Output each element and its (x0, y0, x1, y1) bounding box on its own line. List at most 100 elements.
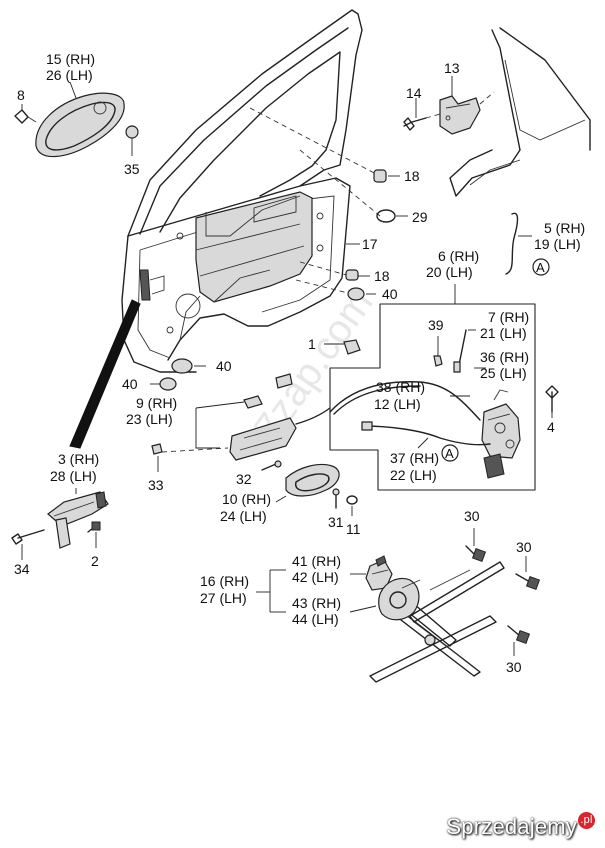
leader-dash-upper (249, 107, 381, 177)
label-27: 27 (LH) (200, 590, 247, 606)
label-a-2: A (445, 446, 454, 461)
regulator-gear-43-44 (378, 577, 421, 621)
label-24: 24 (LH) (220, 508, 267, 524)
label-33: 33 (148, 477, 164, 493)
label-1: 1 (308, 336, 316, 352)
label-40-c: 40 (122, 376, 138, 392)
bolt-2 (87, 521, 101, 548)
rod-5-19 (505, 212, 532, 275)
label-28: 28 (LH) (50, 468, 97, 484)
label-41: 41 (RH) (292, 553, 341, 569)
label-25: 25 (LH) (480, 365, 527, 381)
clip-33 (151, 443, 229, 472)
bolt-30-mid (515, 556, 541, 591)
label-42: 42 (LH) (292, 569, 339, 585)
label-a-1: A (536, 260, 545, 275)
rod-7-21 (453, 329, 476, 373)
label-30-top: 30 (464, 508, 480, 524)
cap-11 (346, 495, 358, 516)
label-35: 35 (124, 161, 140, 177)
label-29: 29 (412, 209, 428, 225)
screw-31 (332, 488, 340, 509)
plug-29 (376, 209, 408, 223)
clip-18-lower (345, 269, 370, 281)
label-11: 11 (346, 521, 361, 537)
label-18-lower: 18 (374, 268, 390, 284)
label-9: 9 (RH) (136, 395, 177, 411)
window-regulator (369, 561, 505, 683)
bracket-16-27 (256, 569, 377, 613)
label-39: 39 (428, 317, 444, 333)
clip-18-upper (373, 169, 400, 183)
leader-dash-40a (295, 279, 353, 295)
label-21: 21 (LH) (480, 325, 527, 341)
check-link-bar (69, 299, 141, 449)
label-14: 14 (406, 85, 422, 101)
rod-9-23 (195, 373, 293, 449)
clip-39 (433, 336, 443, 367)
outside-handle (35, 81, 125, 158)
bolt-30-bot (507, 625, 531, 656)
label-34: 34 (14, 561, 30, 577)
label-40-a: 40 (382, 286, 398, 302)
brand-name: Sprzedajemy (446, 814, 577, 839)
inside-handle (275, 463, 340, 503)
cable-37-22 (361, 421, 491, 449)
label-26: 26 (LH) (46, 67, 93, 83)
label-30-bot: 30 (506, 659, 522, 675)
label-8: 8 (17, 87, 25, 103)
label-12: 12 (LH) (374, 396, 421, 412)
callout-labels: 15 (RH) 26 (LH) 8 35 13 14 18 29 17 5 (R… (14, 51, 585, 675)
brand-badge: .pl (578, 812, 595, 829)
label-3: 3 (RH) (58, 451, 99, 467)
label-40-b: 40 (216, 358, 232, 374)
label-18-upper: 18 (404, 168, 420, 184)
door-check (47, 488, 109, 549)
label-23: 23 (LH) (126, 411, 173, 427)
ref-a-circle-2 (441, 444, 459, 462)
label-20: 20 (LH) (426, 264, 473, 280)
label-37: 37 (RH) (390, 450, 439, 466)
label-44: 44 (LH) (292, 611, 339, 627)
regulator-motor-41-42 (365, 555, 393, 591)
lock-assembly-box (329, 303, 536, 491)
label-22: 22 (LH) (390, 467, 437, 483)
grommet-40c (150, 377, 177, 391)
label-31: 31 (328, 514, 344, 530)
label-30-mid: 30 (516, 539, 532, 555)
inside-handle-bracket (229, 407, 331, 461)
label-17: 17 (362, 236, 378, 252)
label-36: 36 (RH) (480, 349, 529, 365)
label-10: 10 (RH) (222, 491, 271, 507)
label-2: 2 (91, 553, 99, 569)
clip-1 (324, 339, 361, 355)
label-19: 19 (LH) (534, 236, 581, 252)
upper-hinge (439, 76, 495, 135)
label-38: 38 (RH) (376, 379, 425, 395)
watermark: 7zap.com (246, 281, 382, 448)
label-6: 6 (RH) (438, 248, 479, 264)
ref-a-circle-1 (532, 258, 550, 276)
label-4: 4 (547, 419, 555, 435)
bolt-4 (545, 385, 559, 418)
label-43: 43 (RH) (292, 595, 341, 611)
label-5: 5 (RH) (544, 220, 585, 236)
door-frame (121, 9, 363, 373)
bolt-14 (403, 98, 441, 131)
screw-8 (14, 104, 37, 124)
label-16: 16 (RH) (200, 573, 249, 589)
nut-35 (125, 125, 139, 156)
label-13: 13 (444, 60, 460, 76)
door-latch (481, 389, 521, 479)
label-15: 15 (RH) (46, 51, 95, 67)
bolt-34 (11, 529, 45, 560)
cable-38-12 (329, 381, 481, 421)
grommet-40a (347, 287, 376, 301)
bolt-30-top (465, 528, 487, 563)
label-32: 32 (236, 471, 252, 487)
screw-32 (261, 460, 282, 471)
body-pillar (449, 27, 591, 197)
grommet-40b (171, 358, 206, 374)
brand-watermark: Sprzedajemy.pl (446, 812, 595, 840)
